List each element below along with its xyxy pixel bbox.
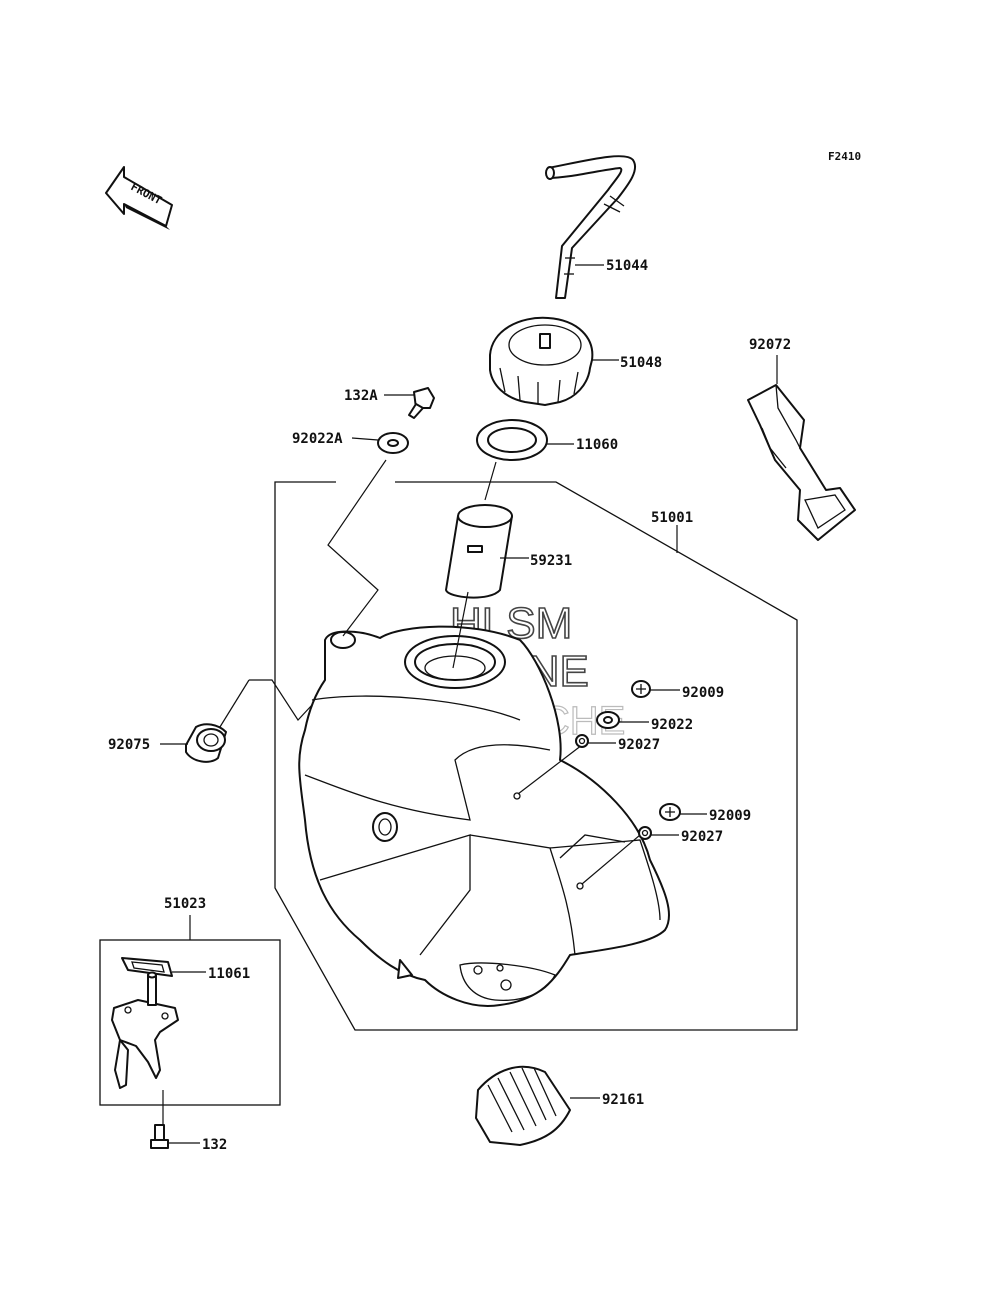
part-label-92161: 92161 [602,1092,644,1108]
breather-hose [545,155,637,299]
nut-92027-lower [638,826,652,840]
leader-damper-path [249,679,313,721]
part-label-51023: 51023 [164,896,206,912]
part-label-59231: 59231 [530,553,572,569]
figure-code: F2410 [828,150,861,163]
part-label-92027-top: 92027 [618,737,660,753]
fuel-tank-assembly-bracket [274,481,798,1031]
leader-gasket-axis [484,461,497,501]
nut-92027-top [575,734,589,748]
fuel-tank [298,625,670,1007]
fuel-cap [489,316,594,406]
part-label-132a: 132A [344,388,378,404]
damper-92075 [185,723,227,763]
leader-92027a-axis [517,744,583,795]
part-label-11061: 11061 [208,966,250,982]
fuel-filter [445,504,513,599]
leader-92022a [351,437,379,441]
gasket-11060 [476,419,548,461]
washer-92022a [377,432,409,454]
bolt-132 [150,1124,169,1149]
screw-92009-lower [659,803,681,821]
part-label-51001: 51001 [651,510,693,526]
part-label-92022: 92022 [651,717,693,733]
leader-damper-link [214,679,250,736]
part-label-132: 132 [202,1137,227,1153]
part-label-92075: 92075 [108,737,150,753]
leader-92027b-axis [581,834,641,885]
part-label-92072: 92072 [749,337,791,353]
part-label-51044: 51044 [606,258,648,274]
front-arrow-icon: FRONT [105,166,173,230]
fuel-cock [111,971,179,1089]
part-label-92022a: 92022A [292,431,343,447]
screw-92009-top [631,680,651,698]
part-label-92009-lower: 92009 [709,808,751,824]
leader-filter-axis [452,591,469,669]
leader-bolt-path [327,459,387,637]
part-label-92027-lower: 92027 [681,829,723,845]
gasket-11061 [121,957,173,977]
fuel-cock-kit-box [99,939,281,1106]
tank-band-92072 [747,384,856,541]
part-label-51048: 51048 [620,355,662,371]
cover-92161 [475,1065,571,1146]
bolt-132a [408,387,435,419]
part-label-11060: 11060 [576,437,618,453]
part-label-92009-top: 92009 [682,685,724,701]
washer-92022 [596,711,620,729]
